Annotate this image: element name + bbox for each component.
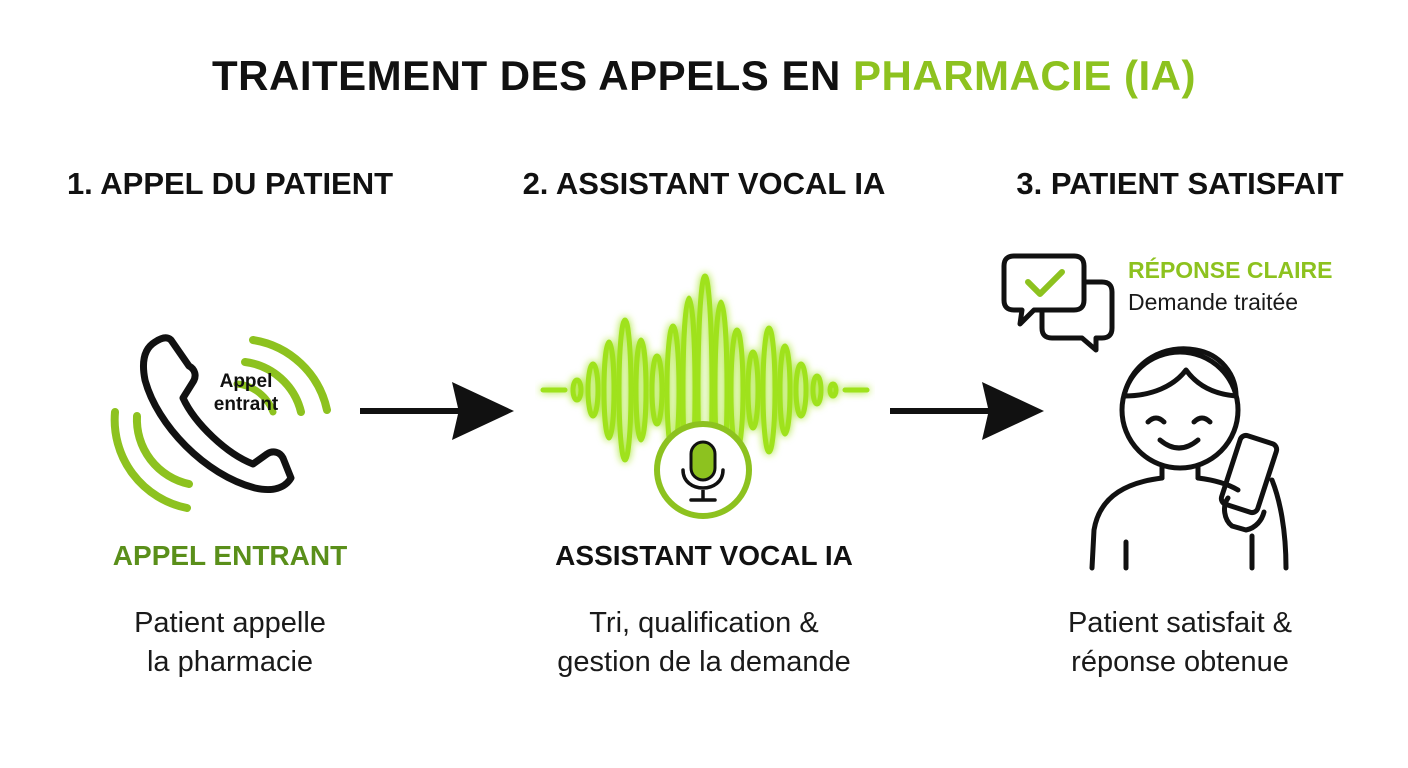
- step-1-description-line-1: Patient appelle: [134, 607, 326, 639]
- step-3-heading: 3. PATIENT SATISFAIT: [1016, 166, 1344, 201]
- step-3-description: Patient satisfait & réponse obtenue: [990, 604, 1370, 682]
- step-1-label: APPEL ENTRANT: [112, 540, 348, 571]
- step-2-heading: 2. ASSISTANT VOCAL IA: [522, 166, 886, 201]
- arrow-right-icon: [360, 382, 514, 440]
- response-title: RÉPONSE CLAIRE: [1128, 257, 1333, 283]
- response-subtitle: Demande traitée: [1128, 289, 1299, 315]
- step-1-heading: 1. APPEL DU PATIENT: [66, 166, 394, 201]
- title-prefix: TRAITEMENT DES APPELS EN: [212, 52, 854, 99]
- page-title: TRAITEMENT DES APPELS EN PHARMACIE (IA): [0, 52, 1408, 100]
- step-2-description-line-1: Tri, qualification &: [589, 607, 819, 639]
- step-2-description: Tri, qualification & gestion de la deman…: [494, 604, 914, 682]
- phone-caption-line-2: entrant: [213, 394, 279, 415]
- phone-caption: Appel entrant: [196, 370, 296, 416]
- title-highlight: PHARMACIE (IA): [853, 52, 1196, 99]
- voice-wave-microphone-icon: [540, 273, 870, 519]
- step-3-description-line-1: Patient satisfait &: [1067, 607, 1293, 639]
- step-3-description-line-2: réponse obtenue: [1071, 646, 1289, 678]
- step-1-description: Patient appelle la pharmacie: [40, 604, 420, 682]
- step-1-description-line-2: la pharmacie: [146, 646, 314, 678]
- chat-check-icon: [1001, 253, 1115, 353]
- phone-icon: [110, 334, 331, 512]
- step-2-description-line-2: gestion de la demande: [557, 646, 851, 678]
- step-2-label: ASSISTANT VOCAL IA: [555, 540, 853, 571]
- phone-caption-line-1: Appel: [219, 371, 273, 392]
- smiling-person-with-phone-icon: [1089, 346, 1289, 571]
- arrow-right-icon: [890, 382, 1044, 440]
